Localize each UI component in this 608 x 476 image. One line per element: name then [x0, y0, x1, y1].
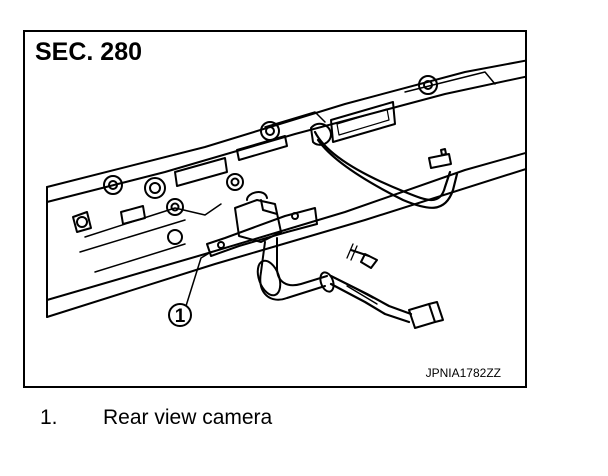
camera-bracket: [206, 207, 318, 257]
legend-item-number: 1.: [40, 406, 58, 429]
camera-cable-boot: [259, 241, 326, 301]
panel-clip: [72, 211, 92, 233]
figure-code: JPNIA1782ZZ: [425, 366, 501, 380]
camera-body: [234, 199, 282, 243]
diagram-frame: SEC. 280: [23, 30, 527, 388]
upper-harness: [313, 130, 452, 202]
rear-camera-illustration: 1: [46, 59, 525, 329]
camera-connector: [408, 303, 436, 329]
upper-connector: [428, 153, 452, 169]
finisher-panel-bottom-edge: [46, 168, 525, 318]
finisher-panel-lower-edge: [46, 152, 525, 301]
section-title: SEC. 280: [35, 38, 143, 66]
finisher-panel-top-edge: [46, 59, 525, 188]
callout-1: 1: [168, 303, 192, 327]
callout-leader: [185, 251, 212, 307]
legend-item-label: Rear view camera: [103, 406, 273, 429]
callout-1-number: 1: [175, 306, 186, 327]
license-lamp-opening: [330, 101, 396, 143]
finisher-panel-upper-rail: [46, 75, 525, 203]
camera-harness: [329, 282, 411, 324]
